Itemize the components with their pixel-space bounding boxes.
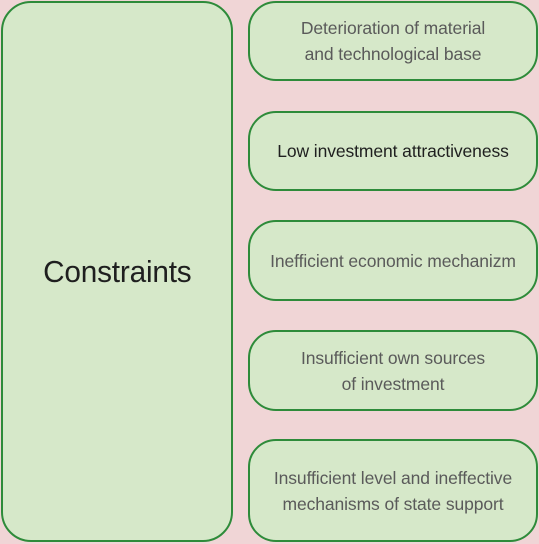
constraint-label: Low investment attractiveness — [277, 141, 509, 161]
constraint-box-own-sources: Insufficient own sources of investment — [248, 330, 538, 411]
constraint-box-investment-attractiveness: Low investment attractiveness — [248, 111, 538, 191]
constraint-label: Inefficient economic mechanizm — [270, 250, 516, 271]
constraint-label: Deterioration of material and technologi… — [300, 18, 486, 64]
constraint-box-material-base: Deterioration of material and technologi… — [248, 1, 538, 81]
constraints-label: Constraints — [42, 253, 192, 289]
constraints-box: Constraints — [1, 1, 233, 542]
constraint-label: Insufficient own sources of investment — [300, 347, 486, 394]
constraint-box-state-support: Insufficient level and ineffective mecha… — [248, 439, 538, 542]
constraint-box-economic-mechanism: Inefficient economic mechanizm — [248, 220, 538, 301]
constraint-label: Insufficient level and ineffective mecha… — [273, 467, 513, 514]
